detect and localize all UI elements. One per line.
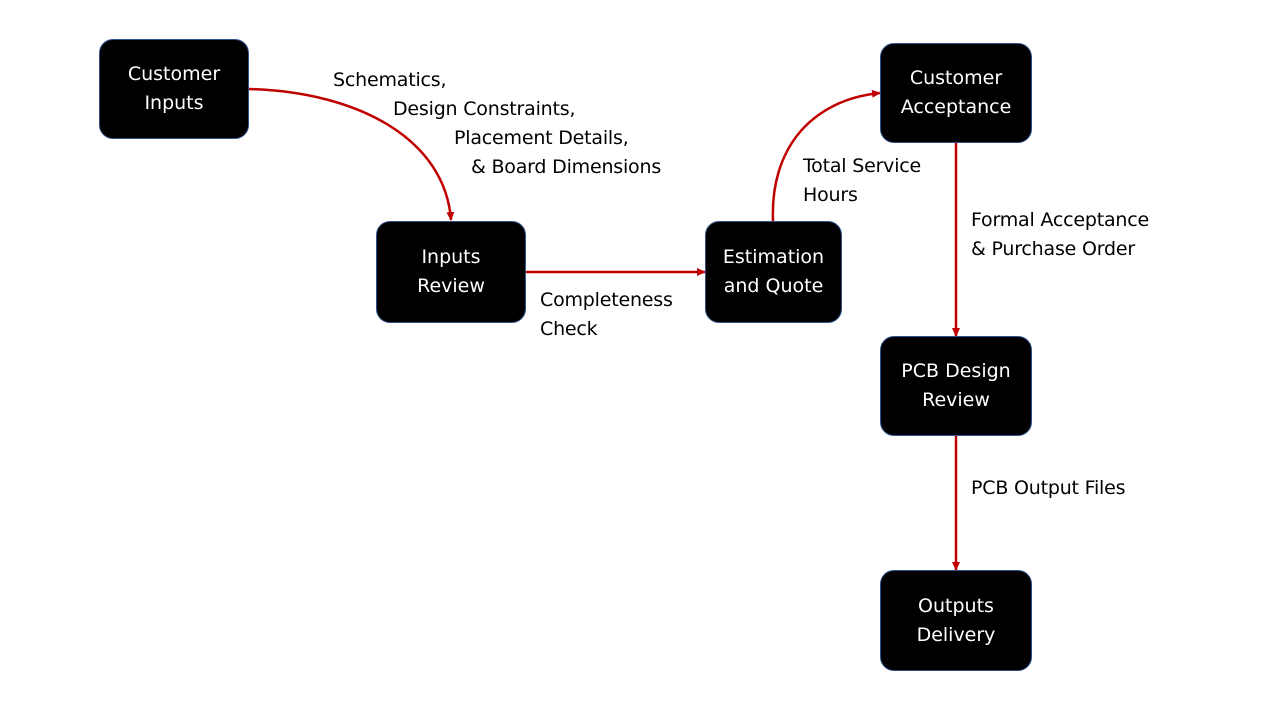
node-estimation-quote: Estimation and Quote bbox=[705, 221, 842, 323]
edge-label-pcb-output-files: PCB Output Files bbox=[971, 477, 1126, 499]
node-outputs-delivery: Outputs Delivery bbox=[880, 570, 1032, 671]
node-inputs-review: Inputs Review bbox=[376, 221, 526, 323]
edge-label-placement-details: Placement Details, bbox=[454, 127, 629, 149]
edge-label-total-service-hours: Total Service Hours bbox=[803, 155, 922, 206]
arrow-estimation-to-customer-acceptance bbox=[771, 89, 881, 222]
node-pcb-design-review: PCB Design Review bbox=[880, 336, 1032, 436]
edge-label-design-constraints: Design Constraints, bbox=[393, 98, 576, 120]
node-customer-acceptance: Customer Acceptance bbox=[880, 43, 1032, 143]
edge-label-formal-acceptance: Formal Acceptance & Purchase Order bbox=[971, 209, 1149, 260]
edge-label-schematics: Schematics, bbox=[333, 69, 447, 91]
arrow-customer-inputs-to-inputs-review bbox=[248, 87, 455, 221]
edge-label-completeness-check: Completeness Check bbox=[540, 289, 673, 340]
node-customer-inputs: Customer Inputs bbox=[99, 39, 249, 139]
edge-label-board-dimensions: & Board Dimensions bbox=[471, 156, 662, 178]
